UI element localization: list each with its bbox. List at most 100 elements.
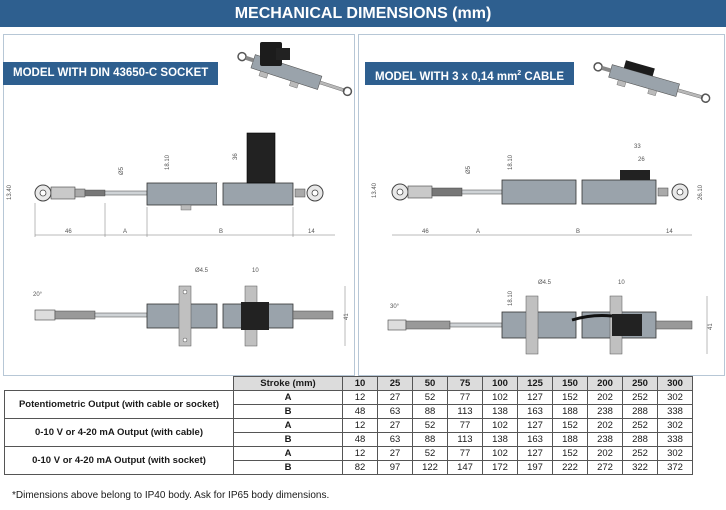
dimension-value: 322 <box>622 460 658 475</box>
dim-right-41: 41 <box>708 323 714 330</box>
drawing-top-view-socket: 20° Ø4.5 10 41 <box>33 268 350 347</box>
dimension-value: 102 <box>482 390 518 405</box>
dimension-value: 122 <box>412 460 448 475</box>
dim-left-10: 10 <box>252 268 259 274</box>
page-title: MECHANICAL DIMENSIONS (mm) <box>0 0 726 27</box>
dimension-label: A <box>233 390 343 405</box>
dim-left-b: B <box>219 229 223 235</box>
dimension-value: 77 <box>447 446 483 461</box>
dimension-value: 338 <box>657 404 693 419</box>
dimension-value: 222 <box>552 460 588 475</box>
stroke-col: 50 <box>412 376 448 391</box>
dimension-value: 138 <box>482 404 518 419</box>
stroke-col: 100 <box>482 376 518 391</box>
drawing-top-view-cable: 30° Ø4.5 10 18.10 41 <box>387 280 714 355</box>
dimension-value: 97 <box>377 460 413 475</box>
stroke-col: 250 <box>622 376 658 391</box>
dim-left-14: 14 <box>308 229 315 235</box>
dimension-value: 272 <box>587 460 623 475</box>
dimension-value: 88 <box>412 404 448 419</box>
dimension-label: B <box>233 432 343 447</box>
dim-left-hole: Ø4.5 <box>195 268 209 274</box>
dimension-value: 172 <box>482 460 518 475</box>
dimension-value: 252 <box>622 446 658 461</box>
stroke-col: 25 <box>377 376 413 391</box>
dim-right-d5: Ø5 <box>466 165 472 174</box>
dimension-label: A <box>233 418 343 433</box>
dimension-value: 12 <box>342 418 378 433</box>
dimension-value: 302 <box>657 446 693 461</box>
dimension-value: 52 <box>412 390 448 405</box>
dim-right-46: 46 <box>422 229 429 235</box>
table-row: Potentiometric Output (with cable or soc… <box>4 390 693 419</box>
model-label-cable-tail: CABLE <box>521 70 565 83</box>
dimension-value: 152 <box>552 418 588 433</box>
dim-right-b: B <box>576 229 580 235</box>
stroke-header: Stroke (mm) <box>233 376 343 391</box>
dimension-value: 27 <box>377 418 413 433</box>
dim-right-1340: 13.40 <box>372 182 378 198</box>
dimension-value: 197 <box>517 460 553 475</box>
dim-left-1810: 18.10 <box>165 154 171 170</box>
dimension-value: 372 <box>657 460 693 475</box>
dimension-value: 188 <box>552 404 588 419</box>
dimension-value: 88 <box>412 432 448 447</box>
dim-left-1340: 13.40 <box>7 184 13 200</box>
dim-right-1810: 18.10 <box>508 154 514 170</box>
dimension-value: 77 <box>447 390 483 405</box>
dim-left-a: A <box>123 229 127 235</box>
dimension-value: 127 <box>517 446 553 461</box>
dimension-value: 113 <box>447 404 483 419</box>
table-corner <box>5 377 234 391</box>
dimension-value: 102 <box>482 446 518 461</box>
model-label-cable-main: MODEL WITH 3 x 0,14 mm <box>375 70 518 83</box>
dimension-value: 238 <box>587 404 623 419</box>
dimension-value: 77 <box>447 418 483 433</box>
footnote: *Dimensions above belong to IP40 body. A… <box>12 490 330 501</box>
drawing-side-view-cable: 46 A B 14 33 26 13.40 Ø5 18.10 26.10 <box>372 144 704 236</box>
dimension-value: 163 <box>517 404 553 419</box>
drawing-side-view-socket: 46 A B 14 13.40 Ø5 18.10 36 <box>7 132 335 237</box>
dim-right-10: 10 <box>618 280 625 286</box>
dimension-value: 152 <box>552 390 588 405</box>
dimension-value: 27 <box>377 390 413 405</box>
stroke-col: 150 <box>552 376 588 391</box>
dim-right-26: 26 <box>638 157 645 163</box>
dim-right-a: A <box>476 229 480 235</box>
dimension-label: B <box>233 404 343 419</box>
dimension-value: 48 <box>342 432 378 447</box>
dimension-value: 163 <box>517 432 553 447</box>
table-header-row: Stroke (mm) 10 25 50 75 100 125 150 200 … <box>5 376 693 391</box>
dimension-value: 338 <box>657 432 693 447</box>
model-label-cable-sup: 2 <box>517 70 522 77</box>
dimension-value: 202 <box>587 418 623 433</box>
stroke-col: 200 <box>587 376 623 391</box>
dimension-value: 12 <box>342 390 378 405</box>
model-label-cable: MODEL WITH 3 x 0,14 mm2 CABLE <box>365 62 575 85</box>
output-type-label: Potentiometric Output (with cable or soc… <box>4 390 234 419</box>
stroke-col: 300 <box>657 376 693 391</box>
dim-left-46: 46 <box>65 229 72 235</box>
output-type-label: 0-10 V or 4-20 mA Output (with cable) <box>4 418 234 447</box>
product-photo-socket <box>237 42 353 97</box>
dimension-value: 102 <box>482 418 518 433</box>
dimension-label: A <box>233 446 343 461</box>
dimension-value: 302 <box>657 390 693 405</box>
dimension-value: 27 <box>377 446 413 461</box>
dimension-value: 52 <box>412 446 448 461</box>
stroke-col: 125 <box>517 376 553 391</box>
dimension-value: 63 <box>377 432 413 447</box>
dimension-value: 202 <box>587 446 623 461</box>
dimension-value: 252 <box>622 418 658 433</box>
dimension-value: 238 <box>587 432 623 447</box>
dimension-value: 113 <box>447 432 483 447</box>
dimension-value: 252 <box>622 390 658 405</box>
dimension-value: 188 <box>552 432 588 447</box>
output-type-label: 0-10 V or 4-20 mA Output (with socket) <box>4 446 234 475</box>
stroke-col: 10 <box>342 376 378 391</box>
dim-left-d5: Ø5 <box>119 166 125 175</box>
stroke-col: 75 <box>447 376 483 391</box>
dim-left-36: 36 <box>233 153 239 160</box>
dimension-value: 152 <box>552 446 588 461</box>
dim-right-hole: Ø4.5 <box>538 280 552 286</box>
